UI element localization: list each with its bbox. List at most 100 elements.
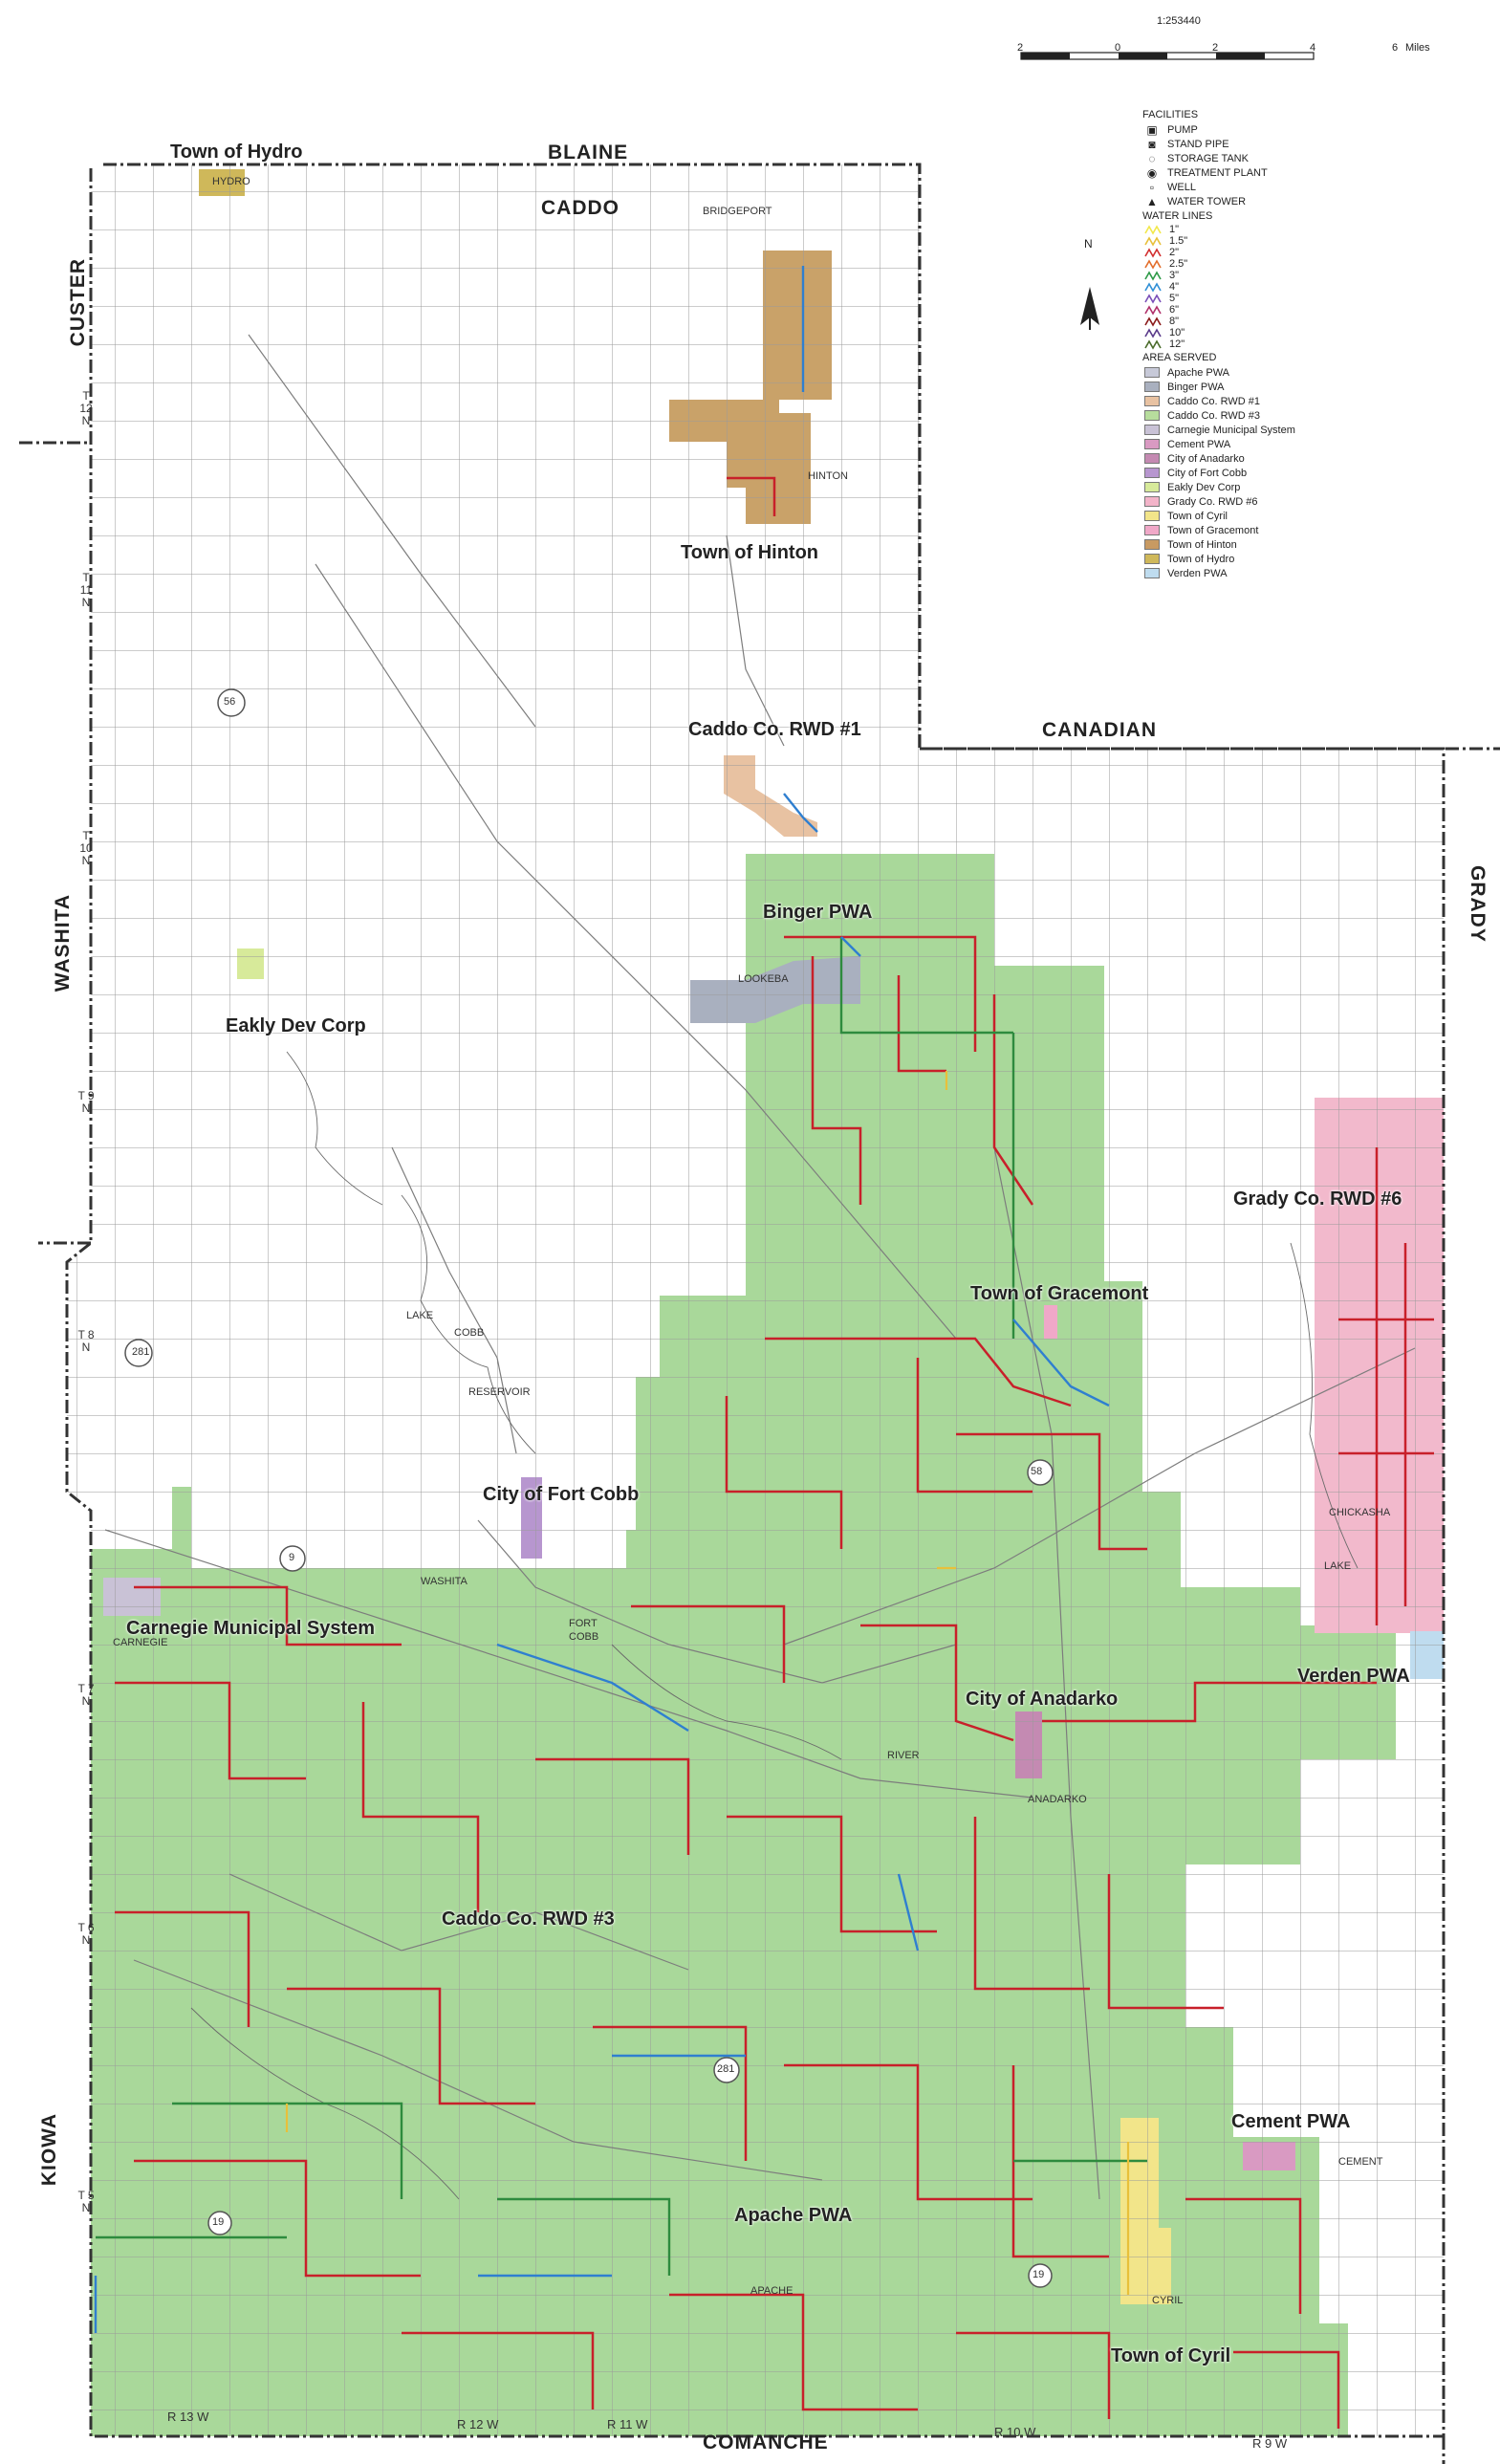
legend-area-swatch bbox=[1144, 453, 1160, 464]
water-tower-icon: ▲ bbox=[1146, 194, 1158, 208]
place-label: APACHE bbox=[750, 2285, 793, 2297]
place-label: LAKE bbox=[406, 1310, 434, 1321]
legend-area-row: Town of Cyril bbox=[1142, 509, 1362, 523]
area-label-anadarko: City of Anadarko bbox=[966, 1689, 1119, 1710]
county-label-grady: GRADY bbox=[1467, 865, 1489, 943]
range-label: R 12 W bbox=[457, 2417, 499, 2431]
township-label: T 8 N bbox=[77, 1328, 95, 1354]
county-label-canadian: CANADIAN bbox=[1042, 719, 1157, 741]
place-label: LOOKEBA bbox=[738, 973, 789, 985]
legend-water-line-label: 12" bbox=[1169, 338, 1185, 350]
county-label-comanche: COMANCHE bbox=[703, 2431, 829, 2453]
legend-area-row: City of Fort Cobb bbox=[1142, 466, 1362, 480]
highway-number: 58 bbox=[1031, 1466, 1043, 1477]
place-label: HINTON bbox=[808, 470, 848, 482]
township-label: T 12 N bbox=[79, 389, 93, 427]
legend-water-line-row: 1.5" bbox=[1142, 235, 1362, 247]
place-label: HYDRO bbox=[212, 176, 250, 187]
legend-area-label: Town of Cyril bbox=[1167, 510, 1228, 522]
township-label: T 6 N bbox=[77, 1921, 95, 1947]
legend-facility-label: STAND PIPE bbox=[1167, 138, 1229, 150]
place-label: CHICKASHA bbox=[1329, 1507, 1391, 1518]
area-label-grady-rwd6: Grady Co. RWD #6 bbox=[1233, 1188, 1402, 1210]
highway-shields bbox=[124, 688, 1054, 2288]
legend-area-label: City of Anadarko bbox=[1167, 452, 1245, 465]
range-label: R 10 W bbox=[994, 2425, 1036, 2439]
scale-tick: 6 bbox=[1392, 42, 1399, 54]
area-label-caddo-rwd3: Caddo Co. RWD #3 bbox=[442, 1908, 615, 1930]
place-label: CYRIL bbox=[1152, 2295, 1184, 2306]
area-label-fort-cobb: City of Fort Cobb bbox=[483, 1484, 640, 1505]
legend-line-swatch bbox=[1144, 235, 1162, 247]
legend-water-line-label: 5" bbox=[1169, 293, 1180, 304]
legend-water-line-row: 12" bbox=[1142, 338, 1362, 350]
legend-area-row: Town of Gracemont bbox=[1142, 523, 1362, 537]
area-label-carnegie: Carnegie Municipal System bbox=[126, 1618, 376, 1639]
legend-area-row: Cement PWA bbox=[1142, 437, 1362, 451]
scale-tick: 4 bbox=[1310, 42, 1316, 54]
legend-area-row: Grady Co. RWD #6 bbox=[1142, 494, 1362, 509]
legend-line-swatch bbox=[1144, 281, 1162, 293]
storage-tank-icon: ◌ bbox=[1148, 151, 1156, 165]
legend-facility-label: STORAGE TANK bbox=[1167, 152, 1249, 164]
scale-ratio: 1:253440 bbox=[1157, 15, 1201, 27]
legend-area-swatch bbox=[1144, 439, 1160, 449]
range-label: R 9 W bbox=[1252, 2436, 1288, 2451]
highway-number: 56 bbox=[224, 696, 236, 708]
township-label: T 10 N bbox=[79, 829, 93, 867]
place-label: WASHITA bbox=[421, 1576, 467, 1587]
pump-icon: ▣ bbox=[1146, 122, 1158, 137]
legend-area-row: City of Anadarko bbox=[1142, 451, 1362, 466]
legend-area-swatch bbox=[1144, 410, 1160, 421]
north-arrow-icon bbox=[1080, 287, 1099, 330]
place-label: COBB bbox=[569, 1631, 599, 1643]
legend-area-label: Verden PWA bbox=[1167, 567, 1228, 579]
area-label-cyril: Town of Cyril bbox=[1111, 2345, 1231, 2366]
highway-number: 281 bbox=[132, 1346, 150, 1358]
county-label-custer: CUSTER bbox=[67, 258, 89, 347]
legend-area-swatch bbox=[1144, 554, 1160, 564]
legend-area-swatch bbox=[1144, 367, 1160, 378]
township-label: T 9 N bbox=[77, 1089, 95, 1115]
area-label-hinton: Town of Hinton bbox=[681, 542, 819, 563]
place-label: FORT bbox=[569, 1618, 598, 1629]
place-label: COBB bbox=[454, 1327, 485, 1339]
legend-line-swatch bbox=[1144, 327, 1162, 338]
legend-facility-row: ▣PUMP bbox=[1142, 122, 1362, 137]
place-label: CARNEGIE bbox=[113, 1637, 168, 1648]
legend-area-swatch bbox=[1144, 525, 1160, 535]
roads bbox=[104, 334, 1416, 2200]
area-label-binger: Binger PWA bbox=[763, 902, 873, 923]
legend-facility-row: ▫WELL bbox=[1142, 180, 1362, 194]
legend-area-swatch bbox=[1144, 382, 1160, 392]
place-label: ANADARKO bbox=[1028, 1794, 1087, 1805]
highway-number: 9 bbox=[289, 1552, 295, 1563]
legend-line-swatch bbox=[1144, 224, 1162, 235]
legend-area-swatch bbox=[1144, 396, 1160, 406]
area-label-eakly: Eakly Dev Corp bbox=[226, 1015, 366, 1036]
legend-water-line-row: 6" bbox=[1142, 304, 1362, 316]
range-label: R 11 W bbox=[607, 2417, 648, 2431]
legend-water-line-row: 4" bbox=[1142, 281, 1362, 293]
legend-area-label: Town of Hydro bbox=[1167, 553, 1235, 565]
legend-water-line-row: 1" bbox=[1142, 224, 1362, 235]
legend-water-line-row: 10" bbox=[1142, 327, 1362, 338]
legend-water-line-label: 4" bbox=[1169, 281, 1180, 293]
legend-area-row: Apache PWA bbox=[1142, 365, 1362, 380]
legend-facility-label: TREATMENT PLANT bbox=[1167, 166, 1268, 179]
legend-water-line-row: 3" bbox=[1142, 270, 1362, 281]
legend-area-row: Binger PWA bbox=[1142, 380, 1362, 394]
area-label-apache: Apache PWA bbox=[734, 2205, 853, 2226]
legend-area-swatch bbox=[1144, 496, 1160, 507]
place-label: RESERVOIR bbox=[468, 1386, 531, 1398]
water-lines-yellow bbox=[285, 1071, 1130, 2295]
legend-area-swatch bbox=[1144, 482, 1160, 492]
legend-area-label: Cement PWA bbox=[1167, 438, 1231, 450]
legend-line-swatch bbox=[1144, 316, 1162, 327]
legend-line-swatch bbox=[1144, 247, 1162, 258]
county-boundary bbox=[65, 163, 1446, 2438]
legend-line-swatch bbox=[1144, 258, 1162, 270]
legend-water-line-label: 10" bbox=[1169, 327, 1185, 338]
scale-bar bbox=[1020, 52, 1315, 60]
